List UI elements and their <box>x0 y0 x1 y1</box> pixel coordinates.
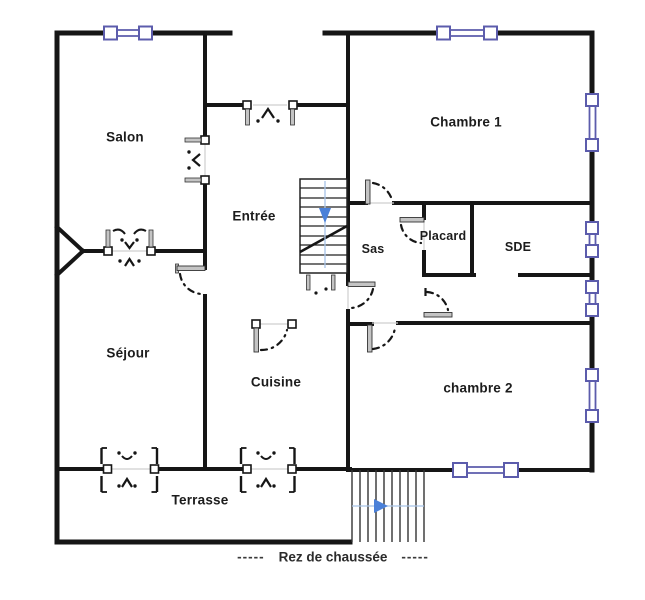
door-cuisine <box>251 319 297 353</box>
door-chambre2 <box>367 322 398 353</box>
room-label-salon: Salon <box>106 129 144 145</box>
door-terrasse-1 <box>100 447 160 493</box>
door-terrasse-2 <box>239 447 297 493</box>
room-label-chambre2: chambre 2 <box>443 380 513 396</box>
door-salon <box>184 135 210 185</box>
window-chambre2-bottom <box>452 462 519 478</box>
window-hall-right <box>585 280 599 317</box>
caption-right-dashes: ----- <box>401 549 429 565</box>
caption-left-dashes: ----- <box>237 549 265 565</box>
door-salon-sejour <box>103 228 156 267</box>
caption-text: Rez de chaussée <box>278 549 388 565</box>
room-label-placard: Placard <box>419 229 467 243</box>
door-placard <box>399 217 425 250</box>
room-label-sejour: Séjour <box>106 345 150 361</box>
window-chambre1-top <box>436 25 498 41</box>
interior-stairs-down-arrow <box>319 208 331 223</box>
door-entree-sas <box>347 281 376 310</box>
room-label-chambre1: Chambre 1 <box>430 114 502 130</box>
exterior-staircase <box>351 470 425 542</box>
floor-caption: ----- Rez de chaussée ----- <box>223 550 443 565</box>
interior-walls <box>54 31 594 472</box>
windows <box>103 25 599 478</box>
window-chambre2-right <box>585 368 599 423</box>
exterior-walls <box>54 30 595 545</box>
door-chambre1 <box>365 179 394 205</box>
room-label-sde: SDE <box>504 240 532 254</box>
room-label-entree: Entrée <box>232 208 276 224</box>
window-chambre1-right <box>585 93 599 152</box>
room-label-cuisine: Cuisine <box>250 374 302 390</box>
room-label-sas: Sas <box>361 242 385 256</box>
interior-staircase <box>299 178 348 295</box>
room-label-terrasse: Terrasse <box>171 492 229 508</box>
window-sde-upper <box>585 221 599 258</box>
door-hall <box>423 288 453 318</box>
exterior-stairs-right-arrow <box>374 499 388 513</box>
window-salon-top <box>103 25 153 41</box>
door-entrance <box>242 100 298 126</box>
door-sejour <box>175 263 206 296</box>
